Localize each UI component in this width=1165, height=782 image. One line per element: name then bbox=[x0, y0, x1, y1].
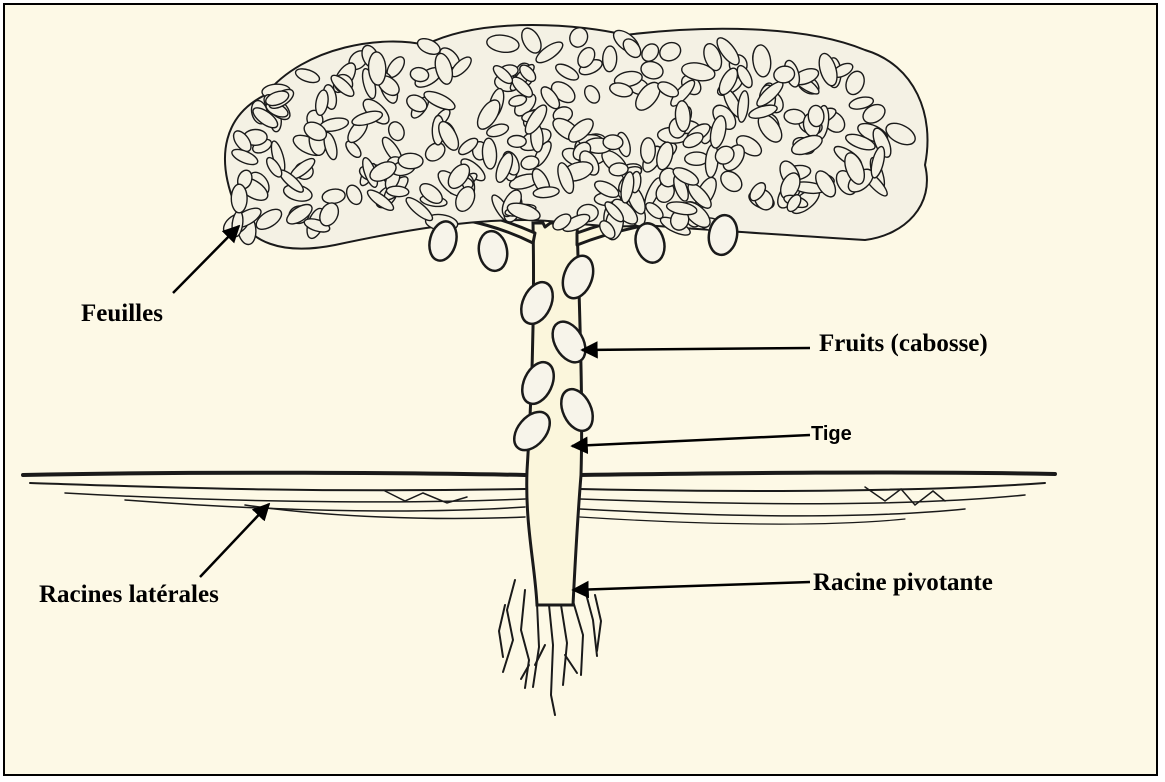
leaf bbox=[602, 46, 617, 72]
diagram-frame: Feuilles Fruits (cabosse) Tige Racines l… bbox=[3, 3, 1158, 776]
leaf bbox=[398, 153, 423, 169]
label-racines-laterales: Racines latérales bbox=[39, 582, 219, 607]
label-tige: Tige bbox=[811, 424, 852, 444]
label-feuilles: Feuilles bbox=[81, 301, 163, 326]
label-fruits: Fruits (cabosse) bbox=[819, 331, 988, 356]
label-racine-pivotante: Racine pivotante bbox=[813, 570, 993, 595]
leaf bbox=[231, 184, 247, 213]
leaf bbox=[640, 138, 655, 164]
cocoa-tree-illustration bbox=[5, 5, 1156, 774]
leaf bbox=[507, 135, 526, 147]
leaf bbox=[603, 134, 624, 150]
